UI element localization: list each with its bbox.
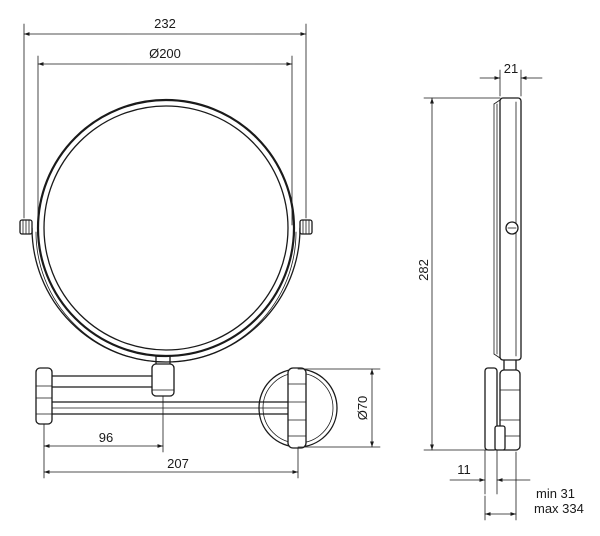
projection-max-label: max 334 bbox=[534, 501, 584, 516]
arm-length-label: 207 bbox=[167, 456, 189, 471]
dimension-height: 282 bbox=[416, 97, 501, 451]
arm-segment-label: 96 bbox=[99, 430, 113, 445]
projection-min-label: min 31 bbox=[536, 486, 575, 501]
dimension-base-diameter: Ø70 bbox=[297, 368, 381, 448]
base-thickness-label: 11 bbox=[457, 462, 471, 477]
dimension-projection: min 31 max 334 bbox=[484, 451, 584, 521]
dimension-depth: 21 bbox=[479, 61, 543, 97]
overall-width-label: 232 bbox=[154, 16, 176, 31]
dimension-arm-segment: 96 bbox=[43, 395, 164, 479]
arm-hinge bbox=[35, 367, 53, 425]
side-view: 21 282 11 min 31 max 334 bbox=[416, 61, 584, 521]
front-view: 232 Ø200 96 207 Ø70 bbox=[19, 16, 381, 479]
dimension-overall-width: 232 bbox=[23, 16, 307, 219]
mirror-stem bbox=[151, 355, 175, 397]
swing-arms bbox=[49, 375, 291, 415]
mirror-diameter-label: Ø200 bbox=[149, 46, 181, 61]
dimension-base-thickness: 11 bbox=[449, 449, 531, 495]
mirror-side-profile bbox=[493, 97, 522, 361]
right-pivot-knob bbox=[299, 219, 313, 235]
height-label: 282 bbox=[416, 259, 431, 281]
left-pivot-knob bbox=[19, 219, 33, 235]
mirror-frame bbox=[31, 98, 301, 363]
base-diameter-label: Ø70 bbox=[355, 396, 370, 421]
wall-base-side bbox=[484, 367, 506, 451]
dimension-arm-length: 207 bbox=[43, 447, 299, 479]
depth-label: 21 bbox=[504, 61, 518, 76]
dimension-mirror-diameter: Ø200 bbox=[37, 46, 293, 226]
